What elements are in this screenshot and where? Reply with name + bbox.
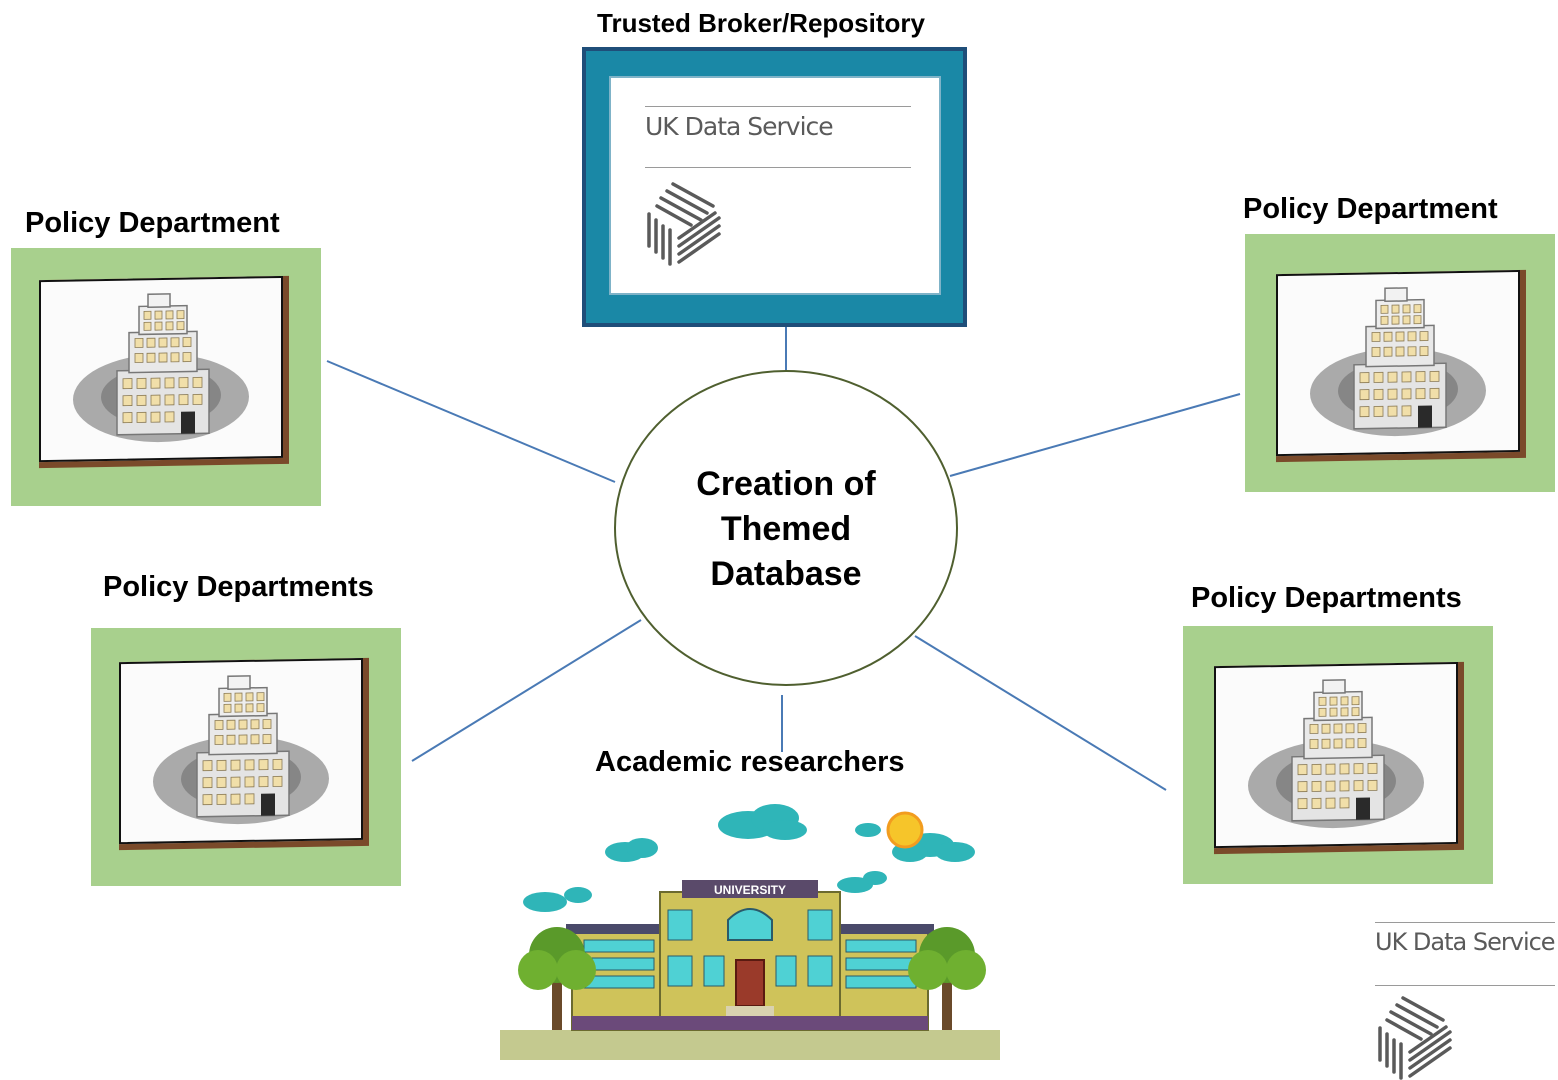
policy-panel-bottom-left — [91, 628, 401, 886]
connector-top-right — [949, 393, 1241, 477]
center-line-2: Themed — [720, 510, 852, 548]
broker-card: UK Data Service — [609, 76, 941, 295]
ukds-logo-icon — [647, 182, 721, 266]
university-illustration: UNIVERSITY — [500, 804, 1000, 1060]
connector-bottom-left — [411, 619, 642, 762]
connector-bottom-right — [914, 635, 1167, 791]
ukds-watermark: UK Data Service — [1375, 922, 1556, 1080]
broker-frame: UK Data Service — [582, 47, 967, 327]
tree-icon — [518, 927, 596, 1030]
watermark-brand-text: UK Data Service — [1375, 928, 1556, 956]
broker-brand-text: UK Data Service — [645, 112, 834, 141]
building-photo — [1276, 269, 1526, 463]
building-photo — [119, 657, 369, 851]
office-building-icon — [73, 293, 249, 443]
broker-label: Trusted Broker/Repository — [597, 8, 925, 38]
office-building-icon — [1248, 679, 1424, 829]
policy-label-bottom-left: Policy Departments — [103, 571, 374, 603]
policy-panel-top-left — [11, 248, 321, 506]
policy-label-top-left: Policy Department — [25, 207, 280, 239]
center-title: Creation of Themed Database — [636, 462, 936, 597]
center-line-3: Database — [710, 555, 862, 593]
building-photo — [1214, 661, 1464, 855]
policy-panel-top-right — [1245, 234, 1555, 492]
office-building-icon — [1310, 287, 1486, 437]
connector-top-left — [326, 360, 616, 483]
tree-icon — [908, 927, 986, 1030]
university-sign: UNIVERSITY — [714, 883, 786, 897]
office-building-icon — [153, 675, 329, 825]
center-circle — [614, 370, 958, 686]
academic-label: Academic researchers — [595, 746, 905, 778]
ukds-logo-icon — [1378, 996, 1452, 1080]
policy-label-top-right: Policy Department — [1243, 193, 1498, 225]
policy-panel-bottom-right — [1183, 626, 1493, 884]
center-line-1: Creation of — [696, 465, 876, 503]
policy-label-bottom-right: Policy Departments — [1191, 582, 1462, 614]
broker-rule-bottom — [645, 167, 911, 168]
sun-icon — [886, 811, 924, 849]
building-photo — [39, 275, 289, 469]
broker-rule-top — [645, 106, 911, 107]
